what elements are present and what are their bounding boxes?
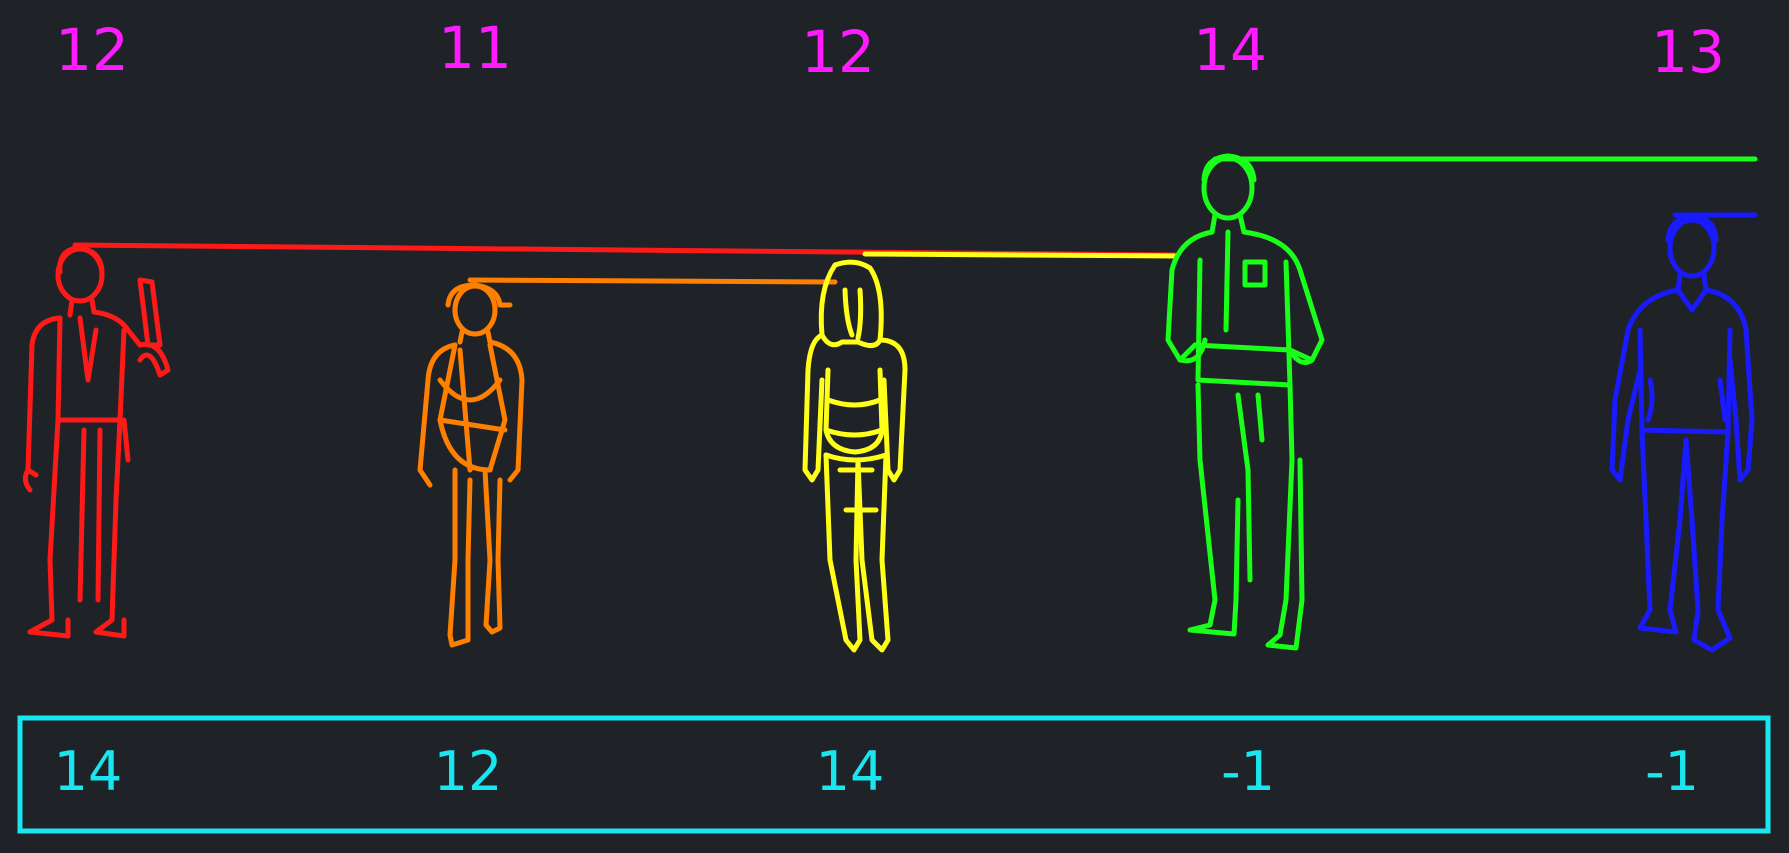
answer-label: 12	[434, 740, 503, 803]
height-label: 12	[55, 16, 129, 84]
height-labels: 12 11 12 14 13	[55, 14, 1725, 86]
connector-lines	[72, 156, 1758, 285]
person-figure-blue	[1609, 213, 1755, 653]
answer-label: 14	[816, 740, 885, 803]
height-label: 13	[1651, 18, 1725, 86]
person-figure-yellow	[802, 259, 908, 653]
connector-yellow	[862, 251, 1178, 259]
person-figure-green	[1165, 153, 1325, 651]
answer-box	[17, 715, 1771, 834]
head	[1667, 217, 1717, 279]
answer-label: -1	[1645, 740, 1699, 803]
height-label: 12	[801, 18, 875, 86]
connector-orange	[467, 277, 838, 285]
answer-label: 14	[54, 740, 123, 803]
height-label: 14	[1193, 16, 1267, 84]
person-figure-red	[22, 245, 171, 639]
head	[1201, 155, 1255, 221]
height-label: 11	[438, 14, 512, 82]
answer-labels: 14 12 14 -1 -1	[54, 740, 1699, 803]
answer-label: -1	[1221, 740, 1275, 803]
person-figure-orange	[417, 282, 525, 648]
head	[452, 283, 498, 337]
